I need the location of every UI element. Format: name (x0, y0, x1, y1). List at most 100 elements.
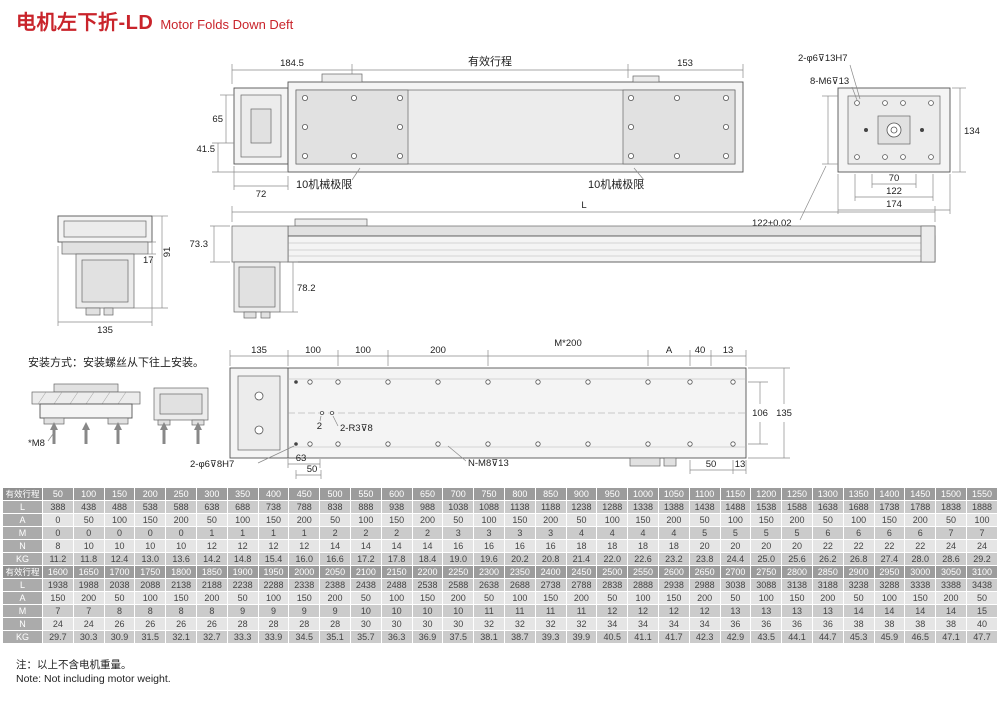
spec-cell: 18.4 (411, 552, 444, 566)
spec-cell: 1000 (627, 487, 659, 501)
spec-cell: 30.3 (72, 630, 105, 644)
row-label-KG: KG (2, 552, 43, 566)
title-english: Motor Folds Down Deft (160, 17, 294, 32)
spec-cell: 14 (319, 539, 351, 553)
spec-cell: 988 (411, 500, 444, 514)
spec-cell: 488 (103, 500, 136, 514)
motor-bottom-screw (254, 425, 264, 435)
spec-cell: 12 (195, 539, 228, 553)
spec-cell: 100 (503, 591, 536, 605)
spec-cell: 12 (288, 539, 321, 553)
spec-cell: 13 (781, 604, 813, 618)
spec-cell: 11 (534, 604, 567, 618)
spec-cell: 3 (473, 526, 505, 540)
spec-cell: 2088 (134, 578, 167, 592)
spec-cell: 3288 (873, 578, 906, 592)
spec-cell: 14 (935, 604, 967, 618)
spec-cell: 200 (935, 591, 967, 605)
label-n-m8: N-M8⊽13 (468, 458, 509, 469)
spec-cell: 18 (596, 539, 629, 553)
spec-cell: 0 (72, 526, 105, 540)
spec-cell: 12 (257, 539, 290, 553)
spec-cell: 14.2 (195, 552, 228, 566)
spec-cell: 34 (596, 617, 629, 631)
spec-cell: 200 (565, 591, 598, 605)
spec-cell: 13.6 (165, 552, 197, 566)
spec-cell: 16 (503, 539, 536, 553)
spec-cell: 1 (288, 526, 321, 540)
spec-cell: 6 (904, 526, 937, 540)
spec-cell: 22.0 (596, 552, 629, 566)
label-m8: *M8 (28, 438, 45, 449)
spec-cell: 10 (165, 539, 197, 553)
spec-cell: 13 (750, 604, 783, 618)
spec-cell: 1800 (165, 565, 197, 579)
spec-cell: 8 (134, 604, 167, 618)
spec-cell: 28 (257, 617, 290, 631)
label-mounting-screws: 8-M6⊽13 (810, 76, 849, 87)
spec-cell: 2350 (503, 565, 536, 579)
spec-cell: 30.9 (103, 630, 136, 644)
spec-cell: 2188 (195, 578, 228, 592)
spec-cell: 2538 (411, 578, 444, 592)
spec-cell: 10 (380, 604, 413, 618)
spec-cell: 20.8 (534, 552, 567, 566)
spec-cell: 638 (195, 500, 228, 514)
dim-100-a: 100 (305, 345, 321, 356)
spec-cell: 150 (411, 591, 444, 605)
spec-cell: 2588 (442, 578, 475, 592)
spec-cell: 35.1 (319, 630, 351, 644)
end-plate-right (622, 89, 736, 165)
spec-cell: 25.6 (781, 552, 813, 566)
spec-cell: 1450 (904, 487, 937, 501)
motor-bottom-view (237, 375, 281, 451)
dim-91: 91 (162, 247, 173, 258)
spec-cell: 100 (134, 591, 167, 605)
spec-cell: 150 (750, 513, 783, 527)
spec-cell: 2 (319, 526, 351, 540)
spec-cell: 100 (103, 513, 136, 527)
spec-cell: 44.1 (781, 630, 813, 644)
spec-cell: 43.5 (750, 630, 783, 644)
spec-cell: 38 (935, 617, 967, 631)
rail-base-side (287, 235, 936, 263)
mount-right-dims: 106 135 (748, 367, 792, 459)
spec-cell: 50 (103, 591, 136, 605)
spec-cell: 11 (473, 604, 505, 618)
spec-cell: 17.2 (349, 552, 382, 566)
spec-cell: 3100 (965, 565, 999, 579)
spec-cell: 13.0 (134, 552, 167, 566)
spec-cell: 150 (904, 591, 937, 605)
spec-cell: 1900 (226, 565, 259, 579)
spec-cell: 12 (657, 604, 690, 618)
spec-cell: 32 (503, 617, 536, 631)
spec-cell: 34 (688, 617, 721, 631)
spec-cell: 2000 (288, 565, 321, 579)
installation-note: 安装方式：安装螺丝从下往上安装。 (28, 355, 204, 369)
spec-cell: 20 (719, 539, 752, 553)
row-label-KG: KG (2, 630, 43, 644)
spec-cell: 100 (719, 513, 752, 527)
spec-cell: 27.4 (873, 552, 906, 566)
spec-cell: 1888 (965, 500, 999, 514)
spec-cell: 1488 (719, 500, 752, 514)
spec-cell: 50 (195, 513, 228, 527)
spec-cell: 1138 (503, 500, 536, 514)
spec-cell: 32 (565, 617, 598, 631)
spec-cell: 22.6 (627, 552, 659, 566)
spec-cell: 5 (688, 526, 721, 540)
spec-cell: 2938 (657, 578, 690, 592)
spec-cell: 30 (442, 617, 475, 631)
spec-cell: 3088 (750, 578, 783, 592)
spec-cell: 2688 (503, 578, 536, 592)
spec-cell: 0 (134, 526, 167, 540)
spec-cell: 1388 (657, 500, 690, 514)
spec-cell: 9 (288, 604, 321, 618)
spec-cell: 14 (349, 539, 382, 553)
spec-cell: 5 (719, 526, 752, 540)
spec-cell: 2750 (750, 565, 783, 579)
label-2-r3: 2-R3⊽8 (340, 423, 373, 434)
spec-cell: 14 (842, 604, 875, 618)
spec-cell: 1988 (72, 578, 105, 592)
